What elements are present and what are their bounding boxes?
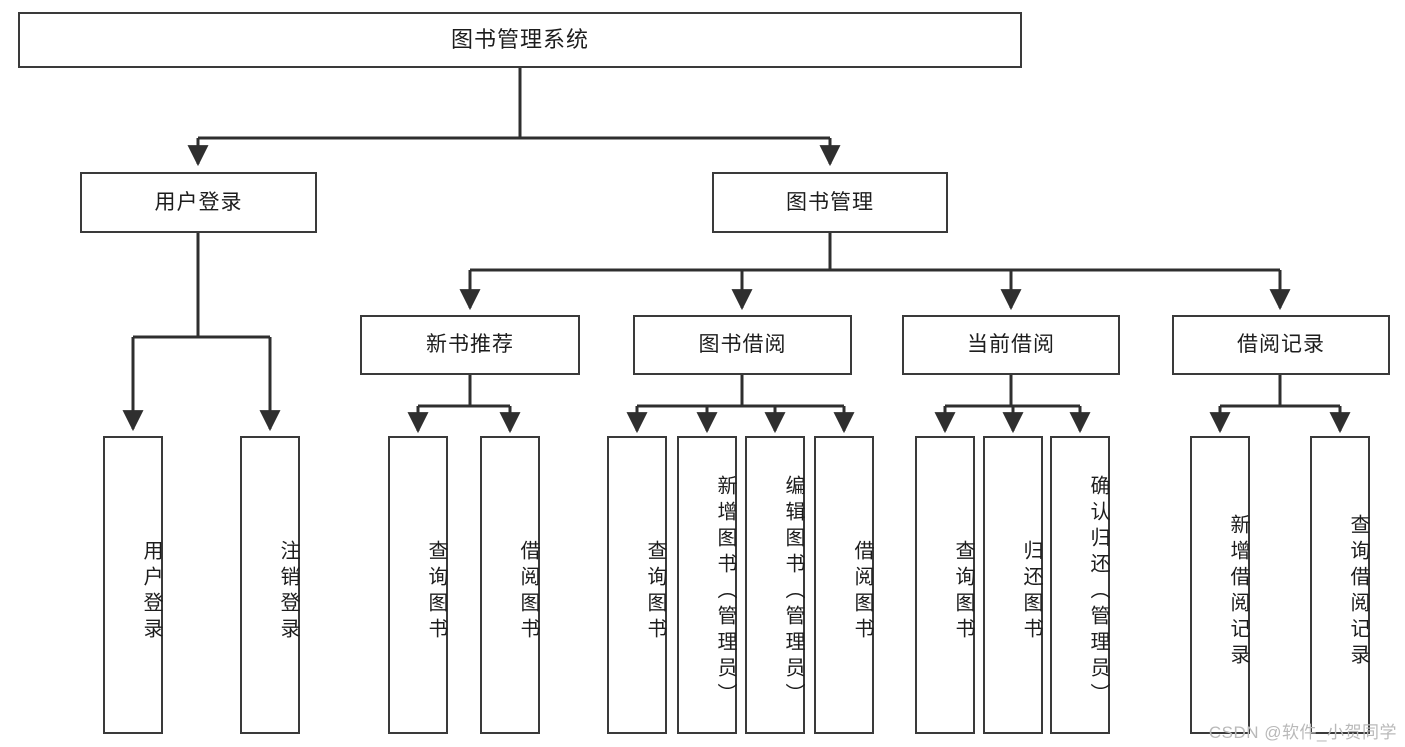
node-leaf-user-login-label: 用户登录 — [140, 540, 162, 644]
node-leaf-logout-login-label: 注销登录 — [277, 540, 299, 644]
node-leaf-add-book-label: 新增图书（管理员） — [714, 475, 736, 709]
node-leaf-user-login[interactable]: 用户登录 — [103, 436, 163, 734]
node-leaf-return-book-label: 归还图书 — [1020, 540, 1042, 644]
node-leaf-borrow-book-2-label: 借阅图书 — [851, 540, 873, 644]
node-leaf-borrow-book-1-label: 借阅图书 — [517, 540, 539, 644]
node-leaf-confirm-return-label: 确认归还（管理员） — [1087, 475, 1109, 709]
csdn-watermark: CSDN @软件_小贺同学 — [1208, 723, 1397, 742]
node-leaf-query-book-1[interactable]: 查询图书 — [388, 436, 448, 734]
node-leaf-add-record[interactable]: 新增借阅记录 — [1190, 436, 1250, 734]
node-leaf-query-book-1-label: 查询图书 — [425, 540, 447, 644]
node-leaf-return-book[interactable]: 归还图书 — [983, 436, 1043, 734]
node-leaf-query-book-3[interactable]: 查询图书 — [915, 436, 975, 734]
node-leaf-add-book[interactable]: 新增图书（管理员） — [677, 436, 737, 734]
node-new-book-recommend-label: 新书推荐 — [426, 333, 514, 357]
node-current-borrow[interactable]: 当前借阅 — [902, 315, 1120, 375]
node-leaf-edit-book[interactable]: 编辑图书（管理员） — [745, 436, 805, 734]
node-user-login-label: 用户登录 — [154, 190, 243, 214]
node-book-management-label: 图书管理 — [786, 190, 874, 214]
node-book-borrow[interactable]: 图书借阅 — [633, 315, 852, 375]
node-borrow-record-label: 借阅记录 — [1237, 333, 1325, 357]
node-book-management[interactable]: 图书管理 — [712, 172, 948, 233]
node-leaf-borrow-book-2[interactable]: 借阅图书 — [814, 436, 874, 734]
node-book-borrow-label: 图书借阅 — [698, 333, 787, 357]
node-leaf-query-book-3-label: 查询图书 — [952, 540, 974, 644]
node-leaf-add-record-label: 新增借阅记录 — [1227, 514, 1249, 670]
node-leaf-edit-book-label: 编辑图书（管理员） — [782, 475, 804, 709]
node-root-label: 图书管理系统 — [450, 26, 589, 52]
node-new-book-recommend[interactable]: 新书推荐 — [360, 315, 580, 375]
node-leaf-confirm-return[interactable]: 确认归还（管理员） — [1050, 436, 1110, 734]
node-user-login[interactable]: 用户登录 — [80, 172, 317, 233]
node-leaf-query-record-label: 查询借阅记录 — [1347, 514, 1369, 670]
node-current-borrow-label: 当前借阅 — [967, 333, 1055, 357]
node-leaf-query-book-2-label: 查询图书 — [644, 540, 666, 644]
node-root[interactable]: 图书管理系统 — [18, 12, 1022, 68]
node-borrow-record[interactable]: 借阅记录 — [1172, 315, 1390, 375]
node-leaf-logout-login[interactable]: 注销登录 — [240, 436, 300, 734]
node-leaf-query-book-2[interactable]: 查询图书 — [607, 436, 667, 734]
node-leaf-borrow-book-1[interactable]: 借阅图书 — [480, 436, 540, 734]
node-leaf-query-record[interactable]: 查询借阅记录 — [1310, 436, 1370, 734]
